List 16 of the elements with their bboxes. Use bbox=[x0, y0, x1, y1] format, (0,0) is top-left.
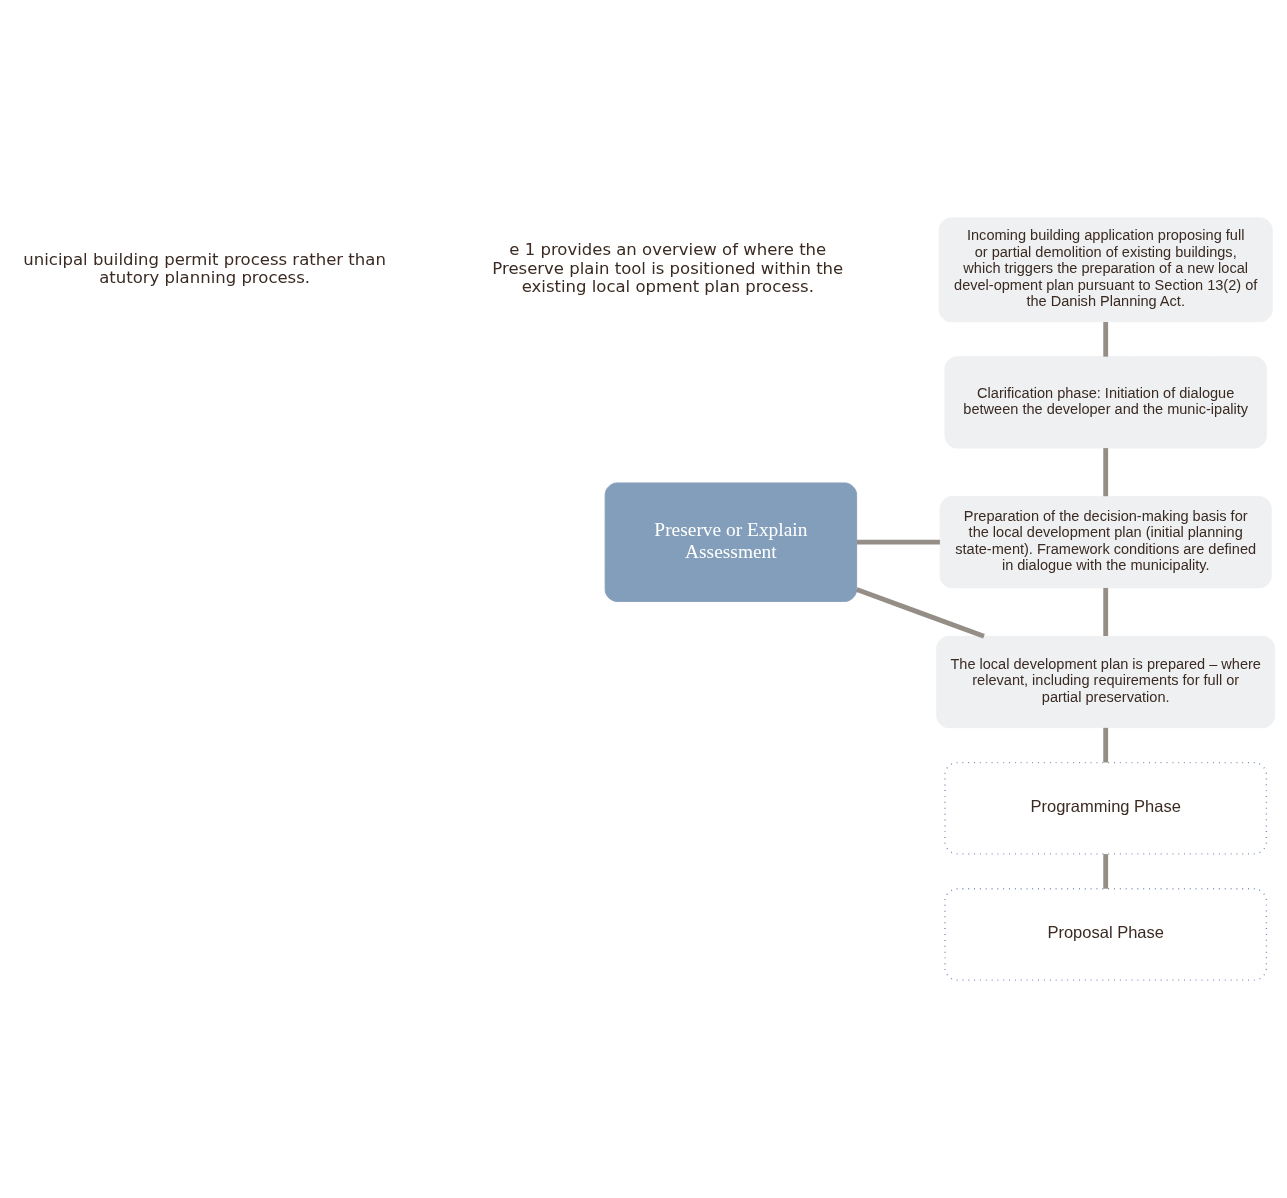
label: unicipal building permit process rather than atutory planning process. bbox=[23, 249, 386, 288]
connector bbox=[1103, 854, 1109, 889]
node-box: Preserve or Explain Assessment bbox=[604, 482, 858, 602]
connector bbox=[1103, 448, 1109, 497]
connector bbox=[856, 539, 940, 545]
node-box: Clarification phase: Initiation of dialogue between the developer and the munic-ipality bbox=[944, 356, 1267, 449]
node-box: Programming Phase bbox=[944, 761, 1268, 855]
connector bbox=[855, 587, 985, 639]
connector bbox=[1103, 322, 1109, 357]
connector bbox=[1103, 727, 1109, 763]
node-box: The local development plan is prepared – where relevant, including requirements for full or partial preservation. bbox=[936, 635, 1276, 729]
node-box: Preparation of the decision-making basis for the local development plan (initial planning state-ment). Framework conditions are defined in dialogue with the municipality. bbox=[939, 496, 1272, 589]
connector bbox=[1103, 587, 1109, 637]
label: e 1 provides an overview of where the Preserve plain tool is positioned within the existing local opment plan process. bbox=[492, 240, 844, 297]
node-box: Proposal Phase bbox=[944, 888, 1268, 981]
node-box: Incoming building application proposing full or partial demolition of existing buildings, which triggers the preparation of a new local devel-opment plan pursuant to Section 13(2) of the Danish Planning Act. bbox=[938, 217, 1273, 323]
